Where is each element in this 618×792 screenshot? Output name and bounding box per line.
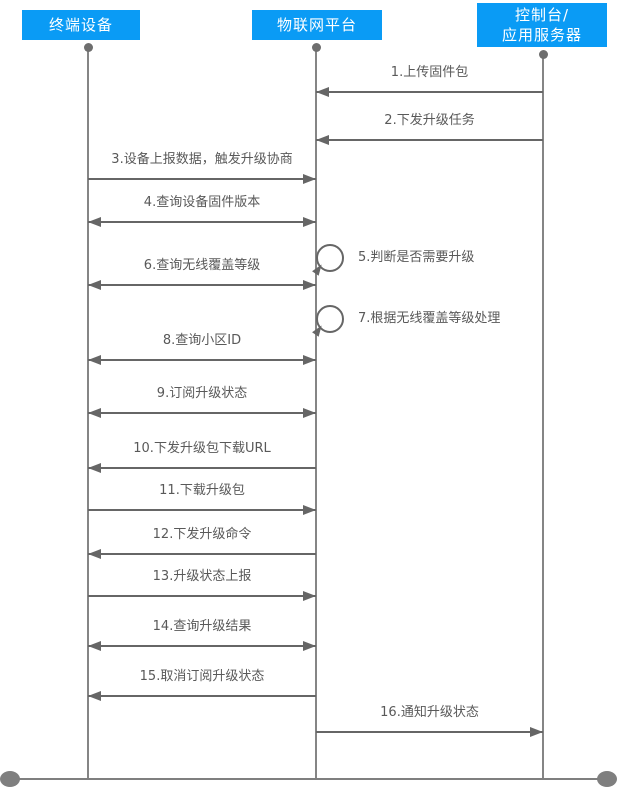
message-label: 9.订阅升级状态: [156, 386, 248, 401]
message-line: [88, 178, 316, 180]
message-label: 8.查询小区ID: [162, 333, 242, 348]
participant-label: 终端设备: [48, 15, 113, 34]
message-label: 3.设备上报数据，触发升级协商: [111, 152, 293, 167]
message-line: [88, 412, 316, 414]
arrowhead-right-icon: [303, 408, 316, 418]
message-line: [88, 595, 316, 597]
lifeline-head-dot: [539, 50, 548, 59]
message-line: [88, 695, 316, 697]
arrowhead-right-icon: [303, 505, 316, 515]
message-line: [88, 284, 316, 286]
message-line: [316, 139, 543, 141]
arrowhead-right-icon: [303, 641, 316, 651]
message-line: [316, 731, 543, 733]
arrowhead-left-icon: [88, 217, 101, 227]
participant-terminal-device: 终端设备: [22, 10, 140, 40]
message-line: [88, 553, 316, 555]
message-label: 12.下发升级命令: [152, 527, 252, 542]
message-label: 16.通知升级状态: [380, 705, 479, 720]
message-label: 6.查询无线覆盖等级: [143, 258, 261, 273]
message-label: 4.查询设备固件版本: [143, 195, 261, 210]
arrowhead-left-icon: [88, 408, 101, 418]
arrowhead-right-icon: [530, 727, 543, 737]
message-label: 14.查询升级结果: [152, 619, 252, 634]
arrowhead-right-icon: [303, 217, 316, 227]
lifeline-head-dot: [312, 43, 321, 52]
participant-iot-platform: 物联网平台: [252, 10, 382, 40]
self-loop-circle: [316, 305, 344, 333]
arrowhead-left-icon: [88, 280, 101, 290]
message-label: 5.判断是否需要升级: [358, 250, 475, 265]
message-line: [88, 645, 316, 647]
message-line: [88, 467, 316, 469]
message-label: 1.上传固件包: [390, 65, 469, 80]
arrowhead-right-icon: [303, 355, 316, 365]
bottom-terminator-dot-left: [0, 771, 20, 787]
arrowhead-right-icon: [303, 174, 316, 184]
arrowhead-left-icon: [88, 691, 101, 701]
arrowhead-left-icon: [316, 135, 329, 145]
message-line: [316, 91, 543, 93]
lifeline-iot-platform: [315, 48, 317, 779]
message-label: 11.下载升级包: [159, 483, 245, 498]
bottom-terminator-line: [10, 778, 607, 780]
message-line: [88, 359, 316, 361]
bottom-terminator-dot-right: [597, 771, 617, 787]
lifeline-head-dot: [84, 43, 93, 52]
self-loop-circle: [316, 244, 344, 272]
arrowhead-left-icon: [88, 463, 101, 473]
arrowhead-left-icon: [88, 641, 101, 651]
arrowhead-right-icon: [303, 280, 316, 290]
arrowhead-left-icon: [88, 549, 101, 559]
message-label: 2.下发升级任务: [384, 113, 475, 128]
message-line: [88, 221, 316, 223]
arrowhead-left-icon: [88, 355, 101, 365]
message-label: 7.根据无线覆盖等级处理: [358, 311, 501, 326]
message-line: [88, 509, 316, 511]
message-label: 10.下发升级包下载URL: [133, 441, 271, 456]
participant-label: 物联网平台: [276, 15, 357, 34]
message-label: 13.升级状态上报: [152, 569, 252, 584]
participant-console-app-server: 控制台/ 应用服务器: [477, 3, 607, 47]
arrowhead-left-icon: [316, 87, 329, 97]
arrowhead-right-icon: [303, 591, 316, 601]
participant-label: 控制台/: [514, 5, 570, 24]
lifeline-console-app-server: [542, 55, 544, 779]
message-label: 15.取消订阅升级状态: [139, 669, 265, 684]
participant-label: 应用服务器: [501, 26, 582, 44]
